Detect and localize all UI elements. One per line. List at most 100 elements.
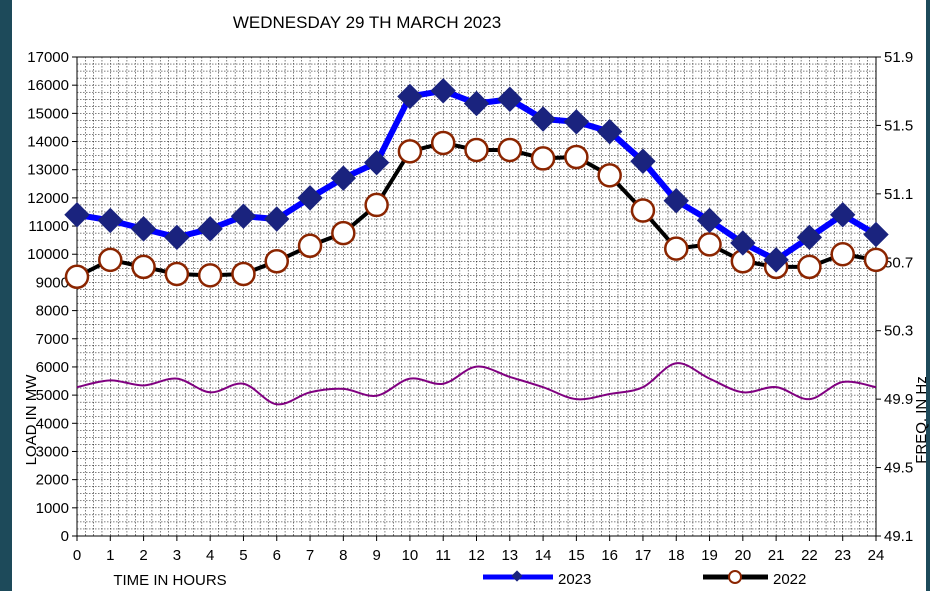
legend-label-2022: 2022 [773,571,806,588]
series-layer [64,78,889,406]
point-2023 [363,149,390,176]
y-tick-label: 15000 [27,105,69,122]
grid-lines [77,57,876,536]
x-tick-label: 16 [601,547,618,564]
point-2022 [630,198,656,223]
point-2023 [796,224,823,251]
point-2023 [97,207,123,234]
point-2022 [797,254,822,280]
x-tick-label: 9 [372,547,380,564]
point-2023 [863,221,889,248]
point-2022 [697,232,722,257]
y2-tick-label: 50.7 [884,254,913,271]
point-2023 [596,118,623,145]
y-tick-label: 10000 [27,246,69,263]
y2-tick-label: 49.9 [884,391,913,408]
point-2023 [497,86,523,112]
x-tick-label: 13 [501,547,518,564]
point-2022 [264,249,289,274]
point-2022 [197,263,223,288]
y2-tick-label: 49.5 [884,460,913,477]
y-tick-label: 16000 [27,77,69,94]
x-tick-label: 7 [306,547,314,564]
y2-tick-label: 51.9 [884,49,913,66]
x-tick-label: 2 [139,547,147,564]
y-tick-label: 8000 [36,303,69,320]
point-2023 [397,83,423,110]
point-2022 [397,139,423,164]
point-2023 [663,187,689,214]
y2-tick-label: 51.5 [884,117,913,134]
point-2022 [331,220,356,246]
point-2023 [696,207,723,234]
y-tick-label: 17000 [27,49,69,66]
point-2023 [430,78,456,104]
right-axis-ticks: 49.1 49.5 49.9 50.3 50.7 51.1 51.5 51.9 [876,49,913,545]
x-tick-label: 4 [206,547,214,564]
x-tick-label: 11 [435,547,451,564]
point-2023 [230,203,257,229]
point-2023 [130,216,157,242]
point-2022 [430,130,456,156]
point-2023 [563,109,590,135]
point-2022 [64,264,90,290]
x-tick-label: 5 [239,547,247,564]
x-tick-label: 23 [834,547,851,564]
x-tick-label: 6 [273,547,281,564]
point-2022 [98,247,123,273]
point-2023 [830,202,856,228]
legend-entry-2022: 2022 [703,570,806,588]
point-2023 [197,216,223,242]
x-tick-label: 12 [468,547,485,564]
y-tick-label: 2000 [36,472,69,489]
x-tick-label: 10 [402,547,419,564]
point-2022 [530,146,556,171]
point-2022 [164,261,190,287]
legend-label-2023: 2023 [558,571,591,588]
point-2022 [364,192,389,218]
y-tick-label: 9000 [36,274,69,291]
y-tick-label: 6000 [36,359,69,376]
point-2023 [330,165,357,191]
point-2022 [863,247,889,273]
point-2023 [264,206,290,232]
point-2022 [664,236,689,261]
legend-entry-2023: 2023 [483,570,591,588]
y2-tick-label: 49.1 [884,528,913,545]
chart-title: WEDNESDAY 29 TH MARCH 2023 [233,13,501,32]
left-axis-ticks: 0100020003000400050006000700080009000100… [27,49,77,545]
point-2022 [830,241,855,267]
point-2022 [231,261,256,287]
y-axis-label: LOAD IN MW [23,374,40,466]
x-tick-label: 3 [173,547,181,564]
y-tick-label: 13000 [27,162,69,179]
x-tick-label: 0 [73,547,81,564]
point-2023 [463,90,490,117]
point-2022 [564,144,589,170]
y-tick-label: 12000 [27,190,69,207]
x-tick-label: 1 [106,547,114,564]
point-2022 [497,137,523,163]
x-tick-label: 24 [868,547,885,564]
y-tick-label: 1000 [36,500,69,517]
point-2023 [164,224,190,251]
x-tick-label: 8 [339,547,347,564]
x-axis-label: TIME IN HOURS [113,572,226,589]
y-tick-label: 0 [61,528,69,545]
x-tick-label: 18 [668,547,685,564]
x-tick-label: 14 [535,547,552,564]
y2-tick-label: 51.1 [884,186,913,203]
point-2023 [64,202,90,228]
y2-tick-label: 50.3 [884,323,913,340]
x-tick-label: 21 [768,547,785,564]
y2-axis-label: FREQ. IN Hz [913,376,930,464]
y-tick-label: 14000 [27,134,69,151]
y-tick-label: 3000 [36,443,69,460]
point-2022 [464,137,489,163]
x-tick-label: 15 [568,547,585,564]
x-tick-label: 19 [701,547,718,564]
x-tick-label: 20 [734,547,751,564]
y-tick-label: 7000 [36,331,69,348]
point-2023 [297,185,323,211]
